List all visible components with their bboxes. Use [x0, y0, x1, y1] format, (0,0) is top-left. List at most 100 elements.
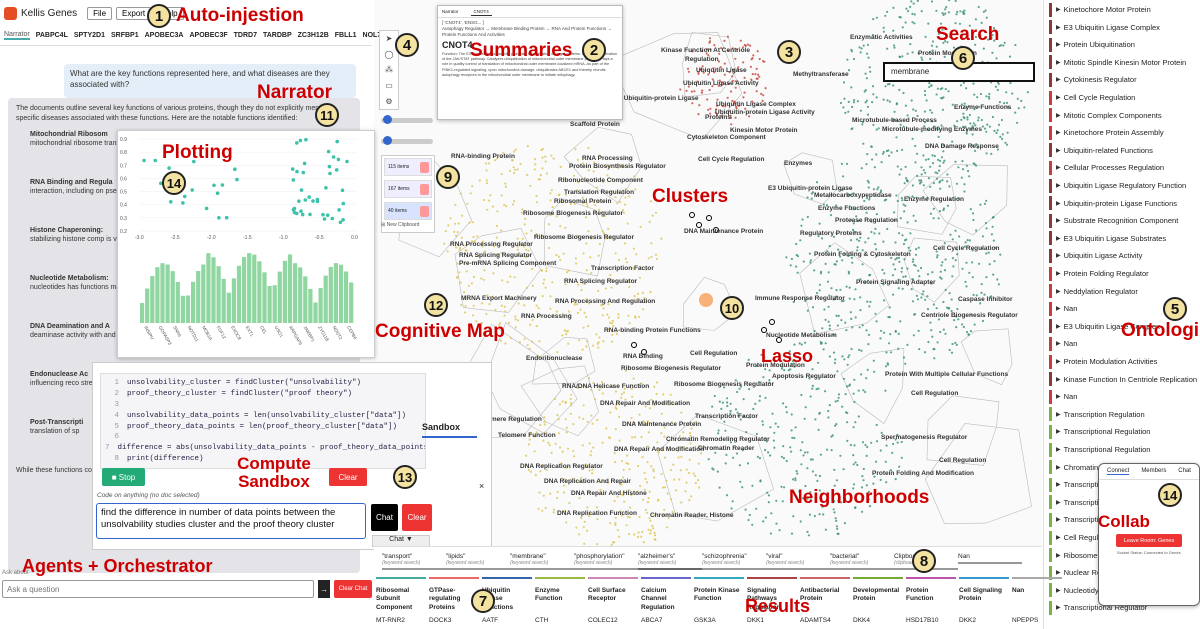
gene-dot[interactable]: [984, 9, 987, 12]
gene-dot[interactable]: [828, 294, 831, 297]
gene-dot[interactable]: [932, 217, 935, 220]
gene-dot[interactable]: [875, 153, 878, 156]
gene-dot[interactable]: [606, 236, 609, 239]
gene-dot[interactable]: [927, 128, 930, 131]
gene-dot[interactable]: [961, 160, 964, 163]
gene-dot[interactable]: [756, 103, 759, 106]
gene-dot[interactable]: [577, 283, 580, 286]
gene-dot[interactable]: [644, 477, 647, 481]
gene-dot[interactable]: [996, 278, 999, 281]
gene-dot[interactable]: [1005, 101, 1009, 104]
gene-dot[interactable]: [862, 479, 865, 482]
gene-dot[interactable]: [854, 316, 857, 319]
gene-dot[interactable]: [790, 450, 793, 453]
gene-dot[interactable]: [529, 470, 532, 473]
gene-dot[interactable]: [638, 315, 641, 318]
sandbox-tab[interactable]: Sandbox: [422, 422, 461, 432]
gene-dot[interactable]: [513, 200, 516, 203]
gene-dot[interactable]: [762, 376, 765, 379]
gene-dot[interactable]: [911, 278, 914, 281]
cluster-label[interactable]: RNA Processing Regulator: [450, 241, 533, 248]
scatter-point[interactable]: [334, 168, 339, 172]
gene-dot[interactable]: [598, 336, 601, 339]
ontology-item[interactable]: ▶Ubiquitin Ligase Activity: [1044, 246, 1200, 265]
gene-dot[interactable]: [769, 426, 772, 429]
gene-dot[interactable]: [535, 194, 538, 197]
gene-dot[interactable]: [724, 429, 727, 432]
gene-dot[interactable]: [542, 439, 545, 442]
gene-dot[interactable]: [991, 34, 994, 37]
gene-dot[interactable]: [882, 240, 885, 243]
gene-dot[interactable]: [854, 288, 857, 291]
gene-dot[interactable]: [526, 145, 529, 148]
gene-dot[interactable]: [993, 260, 996, 263]
gene-dot[interactable]: [861, 324, 864, 327]
gene-dot[interactable]: [954, 229, 957, 232]
histogram-bar[interactable]: [206, 253, 211, 323]
gene-dot[interactable]: [466, 297, 469, 300]
gene-dot[interactable]: [800, 224, 803, 227]
gene-dot[interactable]: [688, 499, 691, 502]
scatter-point[interactable]: [311, 199, 315, 203]
trash-icon[interactable]: [420, 162, 429, 173]
gene-dot[interactable]: [717, 84, 720, 87]
gene-dot[interactable]: [755, 67, 758, 70]
gene-dot[interactable]: [971, 249, 974, 252]
gene-dot[interactable]: [782, 445, 785, 448]
gene-dot[interactable]: [720, 83, 723, 86]
scatter-point[interactable]: [303, 198, 308, 202]
gene-dot[interactable]: [922, 184, 925, 187]
gene-dot[interactable]: [690, 495, 693, 498]
gene-dot[interactable]: [947, 11, 951, 14]
lasso-icon[interactable]: ◯: [384, 49, 394, 59]
gene-dot[interactable]: [720, 114, 723, 117]
gene-dot[interactable]: [741, 486, 744, 489]
cluster-label[interactable]: Transcription Factor: [591, 265, 654, 272]
gene-dot[interactable]: [764, 437, 767, 440]
gene-dot[interactable]: [944, 40, 947, 43]
gene-dot[interactable]: [934, 127, 937, 130]
gene-dot[interactable]: [503, 203, 506, 206]
gene-dot[interactable]: [869, 300, 872, 303]
expand-arrow-icon[interactable]: ▶: [1056, 165, 1061, 172]
gene-dot[interactable]: [607, 227, 610, 230]
gene-dot[interactable]: [906, 221, 909, 224]
gene-dot[interactable]: [526, 286, 529, 289]
gene-dot[interactable]: [957, 318, 960, 321]
gene-dot[interactable]: [979, 302, 982, 305]
cluster-label[interactable]: Enzyme Functions: [954, 104, 1012, 111]
gene-dot[interactable]: [541, 464, 545, 467]
scatter-point[interactable]: [299, 209, 303, 213]
gene-dot[interactable]: [955, 13, 958, 16]
gene-dot[interactable]: [761, 423, 764, 426]
gene-dot[interactable]: [964, 125, 967, 128]
gene-dot[interactable]: [769, 454, 772, 457]
ontology-item[interactable]: ▶Protein Folding Regulator: [1044, 264, 1200, 283]
gene-dot[interactable]: [931, 49, 934, 52]
gene-dot[interactable]: [493, 245, 496, 248]
gene-dot[interactable]: [985, 227, 988, 230]
gene-dot[interactable]: [907, 10, 910, 13]
gene-dot[interactable]: [870, 230, 873, 234]
gene-dot[interactable]: [564, 418, 567, 421]
gene-dot[interactable]: [627, 314, 630, 317]
lasso-selected-dot[interactable]: [713, 227, 719, 233]
gene-dot[interactable]: [592, 344, 595, 347]
gene-dot[interactable]: [901, 55, 904, 58]
gene-dot[interactable]: [968, 175, 971, 178]
chat-button[interactable]: Chat: [371, 504, 398, 531]
gene-dot[interactable]: [975, 164, 978, 167]
expand-arrow-icon[interactable]: ▶: [1056, 535, 1061, 541]
gene-dot[interactable]: [481, 242, 484, 245]
gene-dot[interactable]: [960, 103, 964, 106]
gene-dot[interactable]: [955, 326, 958, 329]
gene-dot[interactable]: [610, 340, 613, 343]
gene-dot[interactable]: [644, 405, 647, 408]
scatter-point[interactable]: [315, 197, 320, 202]
gene-dot[interactable]: [581, 162, 585, 165]
gene-dot[interactable]: [875, 96, 878, 99]
gene-dot[interactable]: [724, 105, 727, 108]
gene-dot[interactable]: [919, 266, 923, 270]
expand-arrow-icon[interactable]: ▶: [1056, 218, 1061, 225]
gene-dot[interactable]: [624, 257, 627, 260]
